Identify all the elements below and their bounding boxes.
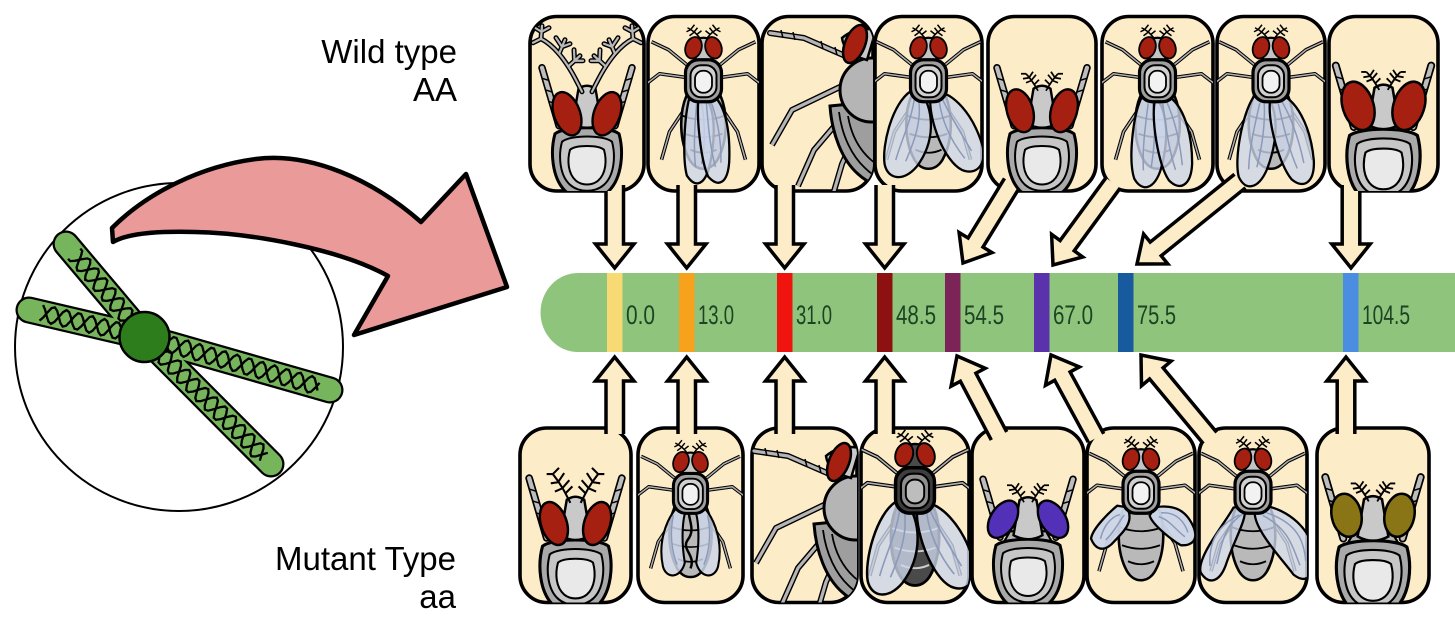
svg-text:104.5: 104.5 xyxy=(1362,300,1410,330)
svg-text:AA: AA xyxy=(413,71,457,108)
svg-text:Mutant Type: Mutant Type xyxy=(275,540,456,577)
svg-text:67.0: 67.0 xyxy=(1053,300,1093,330)
svg-text:0.0: 0.0 xyxy=(626,300,655,330)
svg-text:54.5: 54.5 xyxy=(964,300,1004,330)
svg-text:75.5: 75.5 xyxy=(1137,300,1176,330)
svg-text:aa: aa xyxy=(419,578,456,615)
svg-text:Wild type: Wild type xyxy=(321,33,457,70)
svg-text:31.0: 31.0 xyxy=(796,300,832,330)
svg-text:13.0: 13.0 xyxy=(698,300,734,330)
svg-text:48.5: 48.5 xyxy=(896,300,936,330)
